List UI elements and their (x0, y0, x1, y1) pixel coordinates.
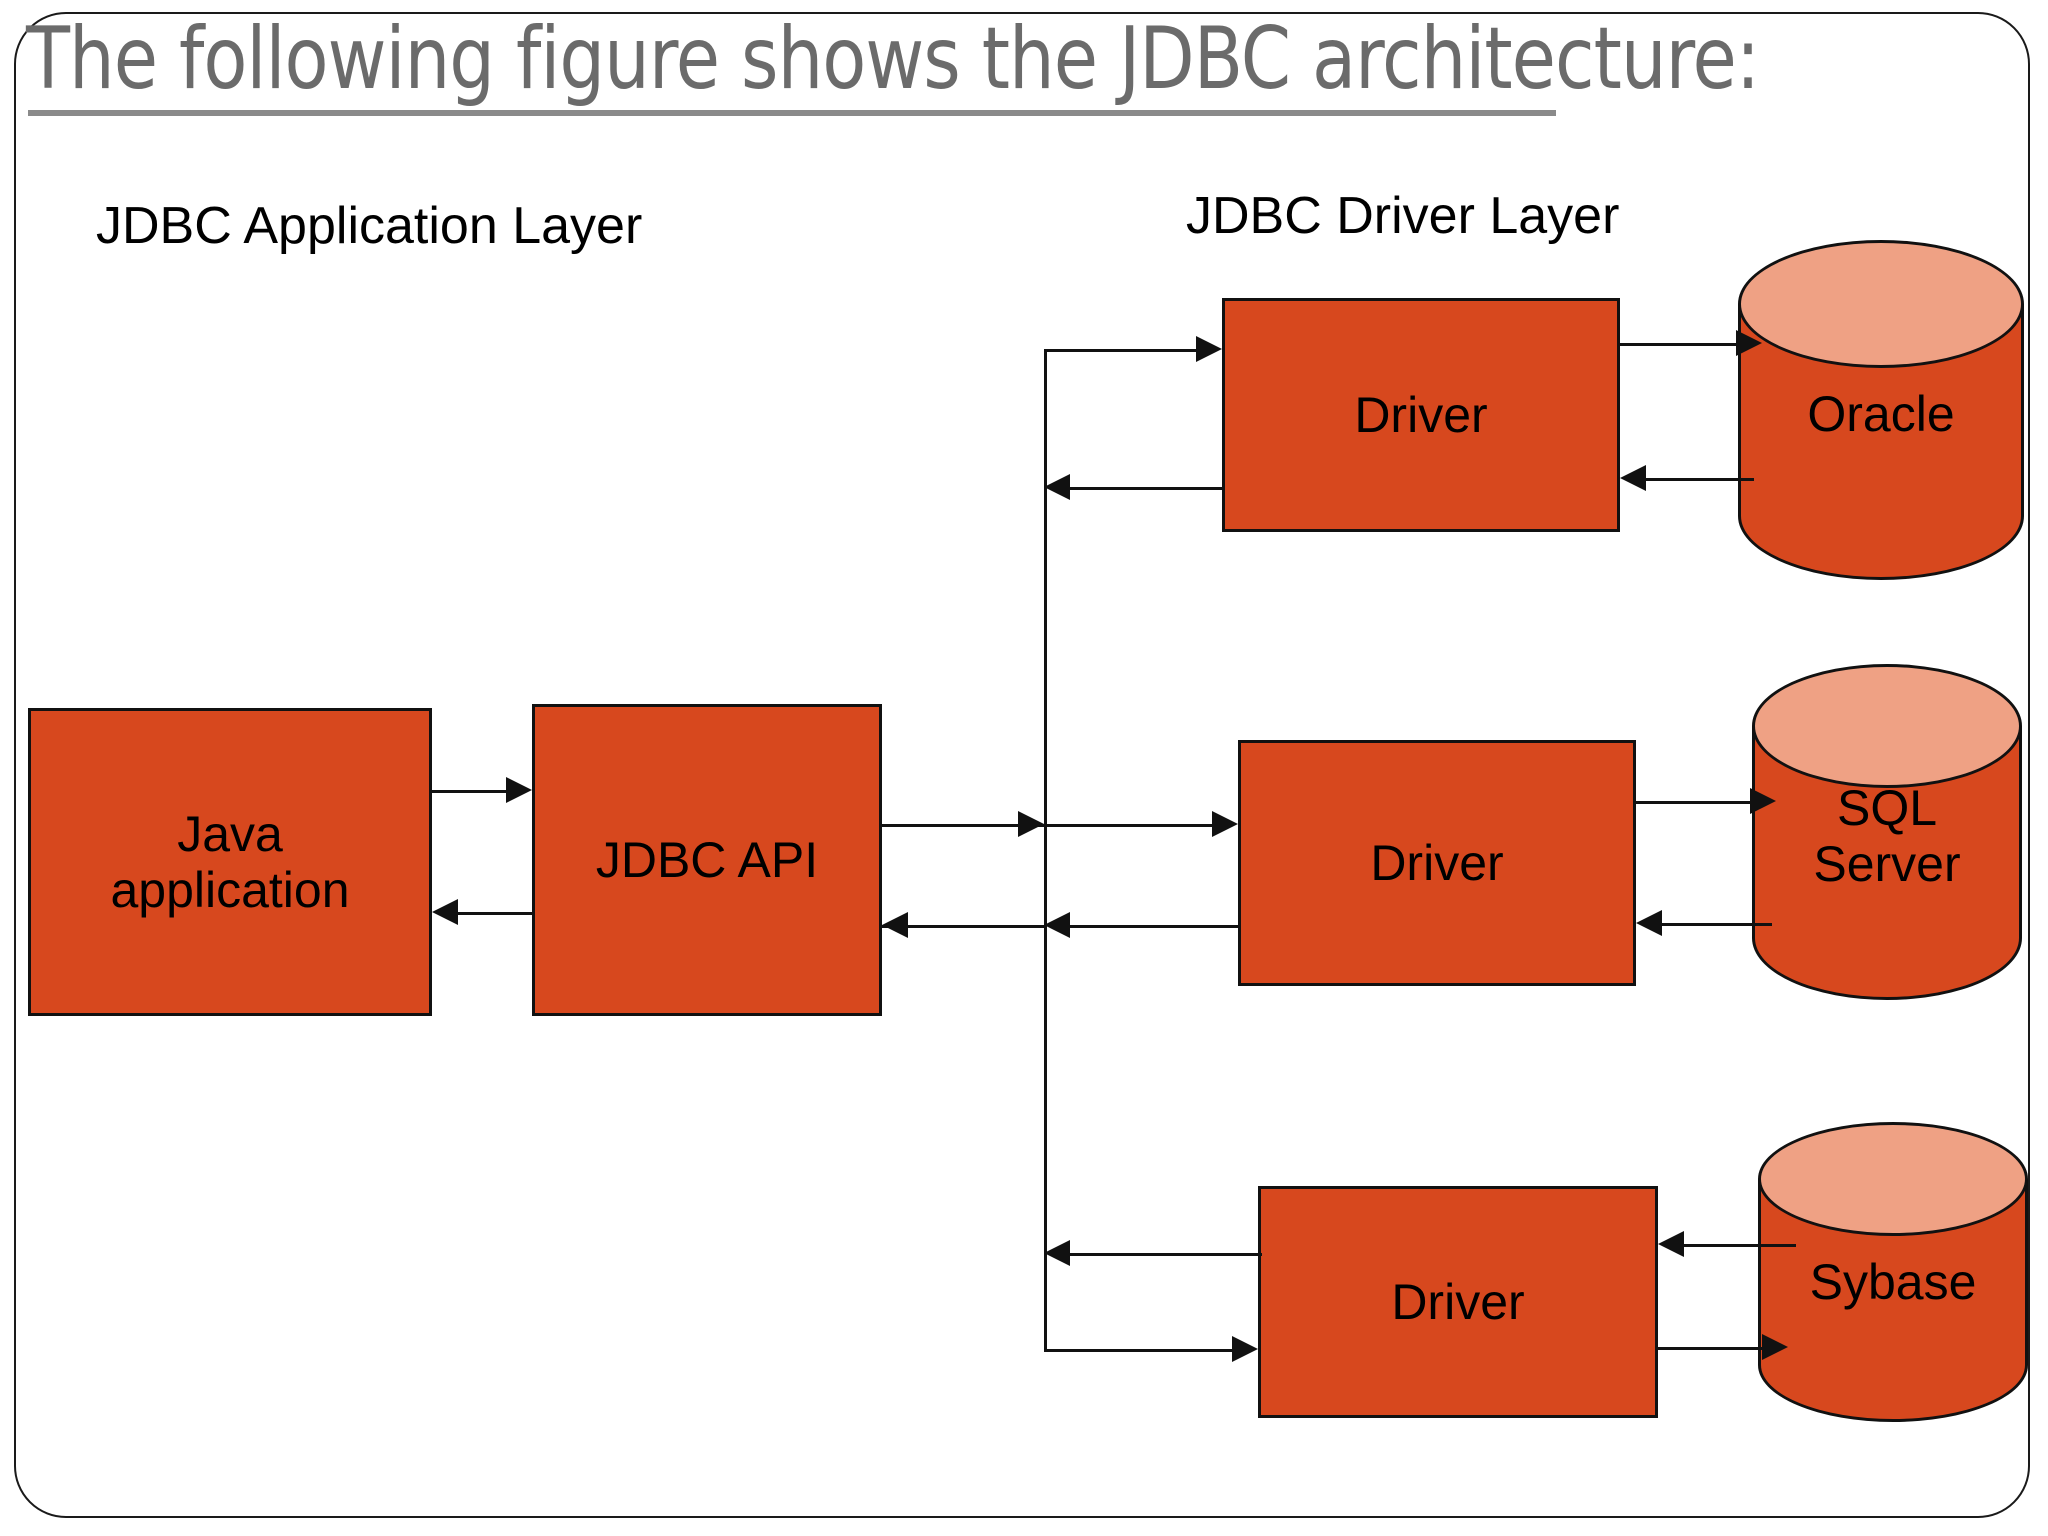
jdbc-api-box[interactable]: JDBC API (532, 704, 882, 1016)
edge-bus-to-driver1-line (1044, 349, 1196, 352)
edge-sybase-to-driver3-line (1684, 1244, 1796, 1247)
edge-bus-to-api-line (882, 925, 1046, 928)
edge-oracle-to-driver1-line (1646, 478, 1754, 481)
database-label-sql-server: SQL Server (1752, 780, 2022, 892)
edge-sqlserver-to-driver2-arrowhead (1636, 910, 1662, 936)
edge-driver2-to-bus-line (1070, 925, 1240, 928)
edge-driver1-to-oracle-line (1620, 343, 1744, 346)
database-label-sql-server-line2: Server (1813, 836, 1961, 892)
edge-bus-to-driver2-line (1044, 824, 1214, 827)
driver-label-3: Driver (1391, 1274, 1525, 1330)
cylinder-top-ellipse-oracle (1738, 240, 2024, 368)
database-cylinder-sql-server[interactable]: SQL Server (1752, 664, 2022, 1000)
java-application-box[interactable]: Java application (28, 708, 432, 1016)
title-underline (28, 110, 1556, 116)
driver-bus-trunk (1044, 349, 1047, 1349)
edge-driver1-to-bus-line (1070, 487, 1224, 490)
java-application-label-line1: Java (177, 806, 283, 862)
java-application-label-line2: application (110, 862, 350, 918)
edge-driver2-to-sqlserver-arrowhead (1750, 788, 1776, 814)
database-label-sybase: Sybase (1809, 1254, 1977, 1310)
cylinder-top-ellipse-sql-server (1752, 664, 2022, 788)
edge-bus-to-api-arrowhead (882, 912, 908, 938)
edge-bus-to-driver1-arrowhead (1196, 336, 1222, 362)
edge-sqlserver-to-driver2-line (1662, 923, 1772, 926)
driver-box-oracle[interactable]: Driver (1222, 298, 1620, 532)
driver-layer-caption: JDBC Driver Layer (1186, 187, 1620, 245)
edge-driver2-to-bus-arrowhead (1044, 912, 1070, 938)
database-cylinder-sybase[interactable]: Sybase (1758, 1122, 2028, 1422)
edge-driver1-to-oracle-arrowhead (1736, 330, 1762, 356)
edge-bus-to-driver3-line (1044, 1349, 1234, 1352)
java-application-label: Java application (110, 806, 349, 918)
edge-driver3-to-sybase-arrowhead (1762, 1334, 1788, 1360)
driver-box-sybase[interactable]: Driver (1258, 1186, 1658, 1418)
driver-label-1: Driver (1354, 387, 1488, 443)
edge-driver3-to-bus-line (1070, 1253, 1262, 1256)
edge-oracle-to-driver1-arrowhead (1620, 465, 1646, 491)
edge-driver1-to-bus-arrowhead (1044, 474, 1070, 500)
driver-label-2: Driver (1370, 835, 1504, 891)
database-label-sql-server-line1: SQL (1836, 780, 1938, 836)
jdbc-api-label: JDBC API (595, 832, 819, 888)
edge-driver2-to-sqlserver-line (1636, 801, 1758, 804)
database-cylinder-oracle[interactable]: Oracle (1738, 240, 2024, 580)
edge-bus-to-driver2-arrowhead (1212, 811, 1238, 837)
edge-java-to-api-line (432, 790, 508, 793)
edge-driver3-to-sybase-line (1658, 1347, 1770, 1350)
application-layer-caption: JDBC Application Layer (96, 197, 643, 255)
edge-api-to-java-arrowhead (432, 899, 458, 925)
slide-border-frame (14, 12, 2030, 1518)
edge-bus-to-driver3-arrowhead (1232, 1336, 1258, 1362)
edge-driver3-to-bus-arrowhead (1044, 1240, 1070, 1266)
driver-box-sql-server[interactable]: Driver (1238, 740, 1636, 986)
edge-sybase-to-driver3-arrowhead (1658, 1231, 1684, 1257)
cylinder-top-ellipse-sybase (1758, 1122, 2028, 1236)
edge-api-to-bus-arrowhead (1018, 811, 1044, 837)
edge-java-to-api-arrowhead (506, 777, 532, 803)
edge-api-to-bus-line (882, 824, 1046, 827)
edge-api-to-java-line (458, 912, 534, 915)
database-label-oracle: Oracle (1807, 386, 1955, 442)
page-title: The following figure shows the JDBC arch… (26, 9, 1760, 109)
